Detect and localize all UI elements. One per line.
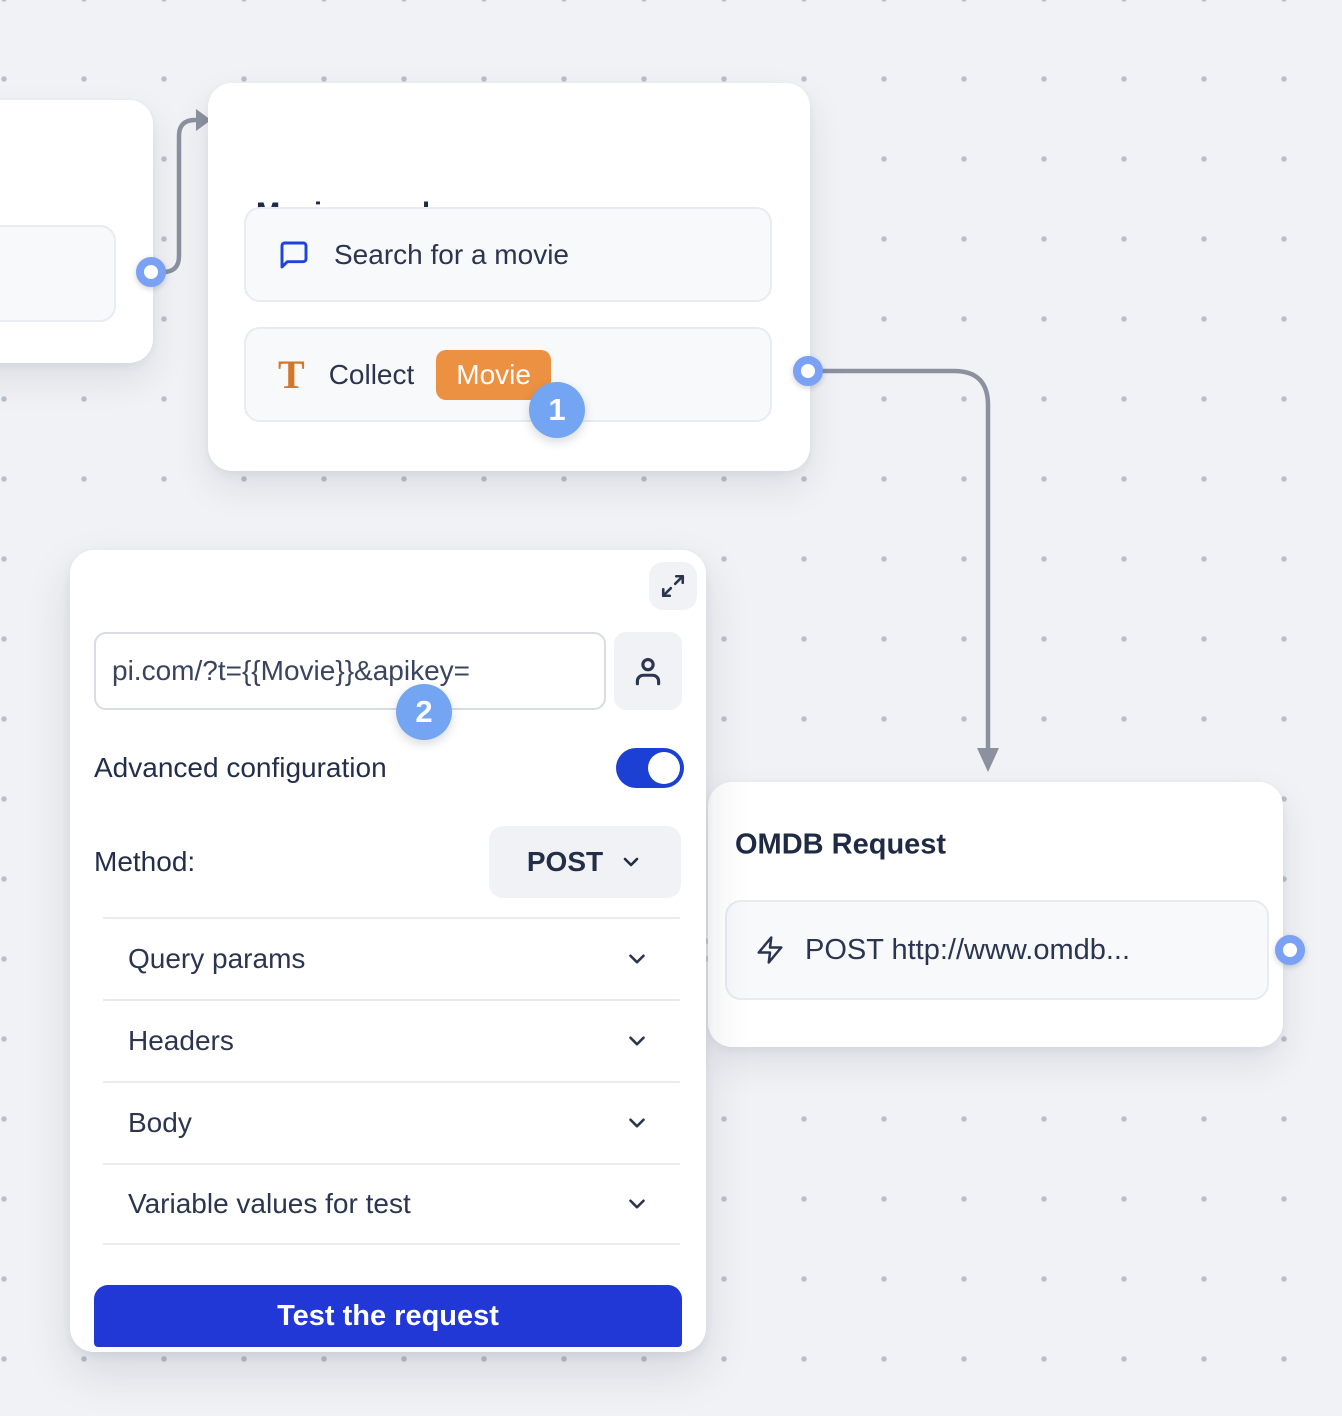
omdb-request-item-label: POST http://www.omdb... [805, 933, 1131, 966]
omdb-output-port[interactable] [1275, 935, 1305, 965]
chevron-down-icon [624, 946, 650, 972]
url-input[interactable]: pi.com/?t={{Movie}}&apikey= [94, 632, 606, 710]
section-label: Headers [128, 1025, 234, 1056]
user-icon [631, 654, 665, 688]
url-input-value: pi.com/?t={{Movie}}&apikey= [112, 655, 471, 686]
movie-search-item-question[interactable]: Search for a movie [244, 207, 772, 302]
connector-left-to-movie [151, 117, 197, 275]
method-select[interactable]: POST [489, 826, 681, 898]
chevron-down-icon [624, 1110, 650, 1136]
advanced-configuration-toggle[interactable] [616, 748, 684, 788]
section-variable-values[interactable]: Variable values for test [103, 1163, 680, 1245]
test-request-button[interactable]: Test the request [94, 1285, 682, 1347]
omdb-request-item[interactable]: POST http://www.omdb... [725, 900, 1269, 1000]
chat-bubble-icon [278, 239, 310, 271]
insert-variable-button[interactable] [614, 632, 682, 710]
partial-node-card[interactable] [0, 100, 153, 363]
section-label: Variable values for test [128, 1188, 411, 1219]
omdb-request-node[interactable]: OMDB Request POST http://www.omdb... [708, 782, 1283, 1047]
step-2-badge: 2 [396, 684, 452, 740]
partial-node-row[interactable] [0, 225, 116, 322]
movie-search-output-port[interactable] [793, 356, 823, 386]
section-headers[interactable]: Headers [103, 999, 680, 1081]
step-1-badge: 1 [529, 382, 585, 438]
movie-search-node[interactable]: Movie search Search for a movie T Collec… [208, 83, 810, 471]
text-input-icon: T [278, 351, 305, 397]
partial-node-output-port[interactable] [136, 257, 166, 287]
movie-search-item-label: Search for a movie [334, 238, 569, 270]
advanced-configuration-label: Advanced configuration [94, 752, 387, 783]
chevron-down-icon [619, 850, 643, 874]
omdb-request-title: OMDB Request [735, 828, 947, 861]
connector-movie-to-omdb [808, 368, 991, 748]
chevron-down-icon [624, 1191, 650, 1217]
request-config-panel: pi.com/?t={{Movie}}&apikey= Advanced con… [70, 550, 706, 1352]
section-query-params[interactable]: Query params [103, 917, 680, 999]
method-label: Method: [94, 846, 196, 877]
section-label: Query params [128, 943, 306, 974]
variable-chip-movie[interactable]: Movie [436, 349, 551, 400]
method-value: POST [526, 846, 604, 877]
arrowhead-down-icon [977, 748, 999, 772]
collect-item-label: Collect [328, 358, 415, 390]
collapsible-sections: Query params Headers Body Variable value… [103, 917, 680, 1245]
zap-icon [755, 935, 785, 965]
section-body[interactable]: Body [103, 1081, 680, 1163]
movie-search-item-collect[interactable]: T Collect Movie [244, 327, 772, 422]
expand-icon [660, 573, 686, 599]
expand-panel-button[interactable] [649, 562, 697, 610]
toggle-knob [648, 752, 680, 784]
section-label: Body [128, 1107, 192, 1138]
chevron-down-icon [624, 1028, 650, 1054]
